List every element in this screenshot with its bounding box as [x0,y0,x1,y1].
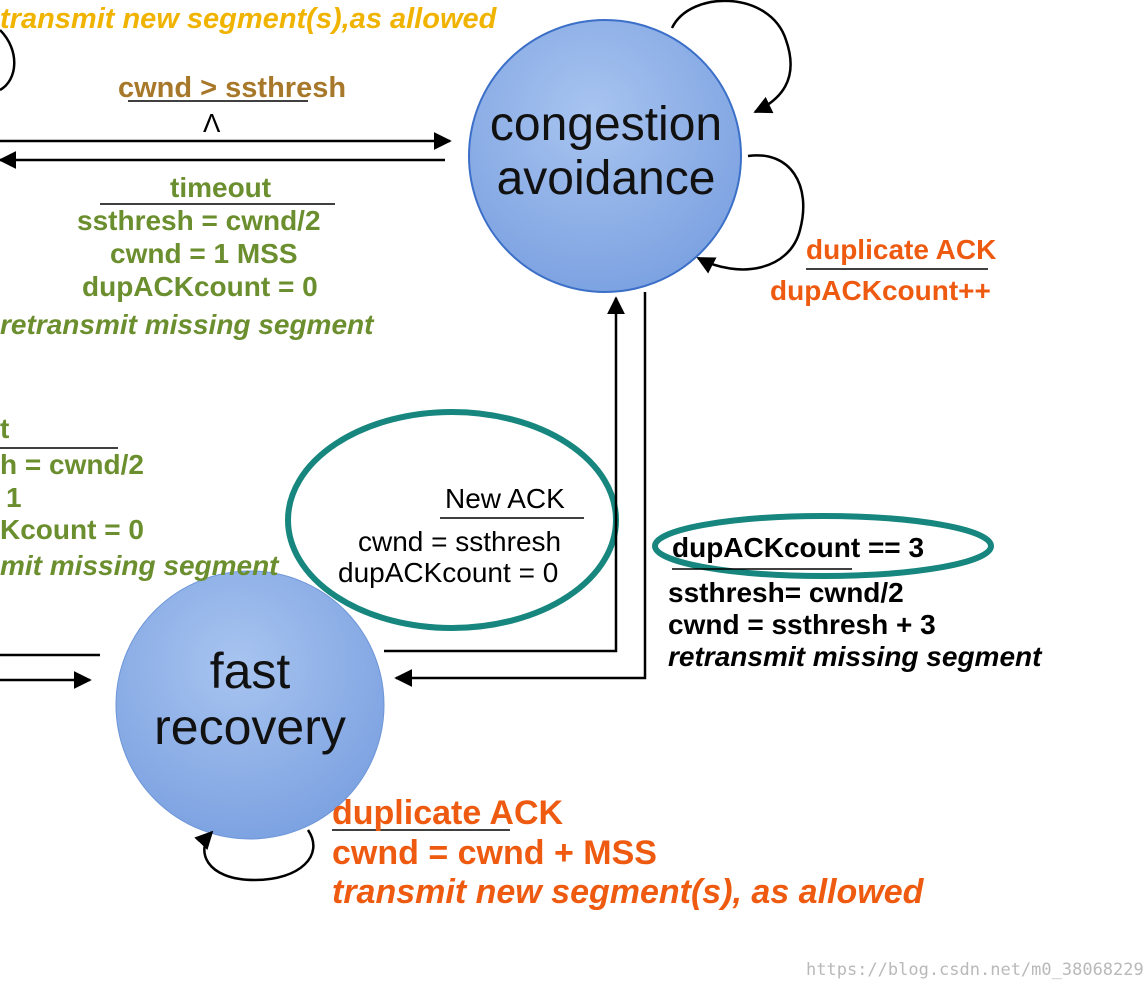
fr-label-line2: recovery [154,699,346,755]
arrow-triple-dup-ack [394,292,647,687]
lambda-action: Λ [203,108,221,138]
ca-dup-ack-event: duplicate ACK [806,234,997,265]
timeout-left-action3: Kcount = 0 [0,514,144,545]
new-ack-action2: dupACKcount = 0 [338,557,559,588]
watermark: https://blog.csdn.net/m0_38068229 [806,960,1144,980]
new-ack-highlight-ring [285,409,619,631]
timeout-top-action1: ssthresh = cwnd/2 [77,205,321,236]
triple-dup-action1: ssthresh= cwnd/2 [668,577,904,608]
fr-dup-ack-action2: transmit new segment(s), as allowed [332,873,924,911]
fr-dup-ack-event: duplicate ACK [332,794,564,832]
arrow-new-ack [384,296,625,653]
timeout-top-action3: dupACKcount = 0 [82,271,318,302]
triple-dup-action3: retransmit missing segment [668,641,1042,672]
new-ack-event: New ACK [445,483,565,514]
top-partial-action: transmit new segment(s),as allowed [0,3,497,35]
triple-dup-highlight-ring [652,513,994,579]
ca-label-line1: congestion [489,98,723,151]
congestion-avoidance-label: congestion avoidance [470,98,742,206]
timeout-left-action2: 1 [6,482,22,513]
fast-recovery-label: fast recovery [118,643,382,755]
fr-dup-ack-action1: cwnd = cwnd + MSS [332,834,657,872]
fr-dup-ack-self-loop [194,829,315,882]
triple-dup-event: dupACKcount == 3 [672,532,925,563]
timeout-top-action4: retransmit missing segment [0,309,374,340]
cwnd-gt-ssthresh-event: cwnd > ssthresh [118,72,347,104]
fr-label-line1: fast [209,643,291,699]
ca-label-line2: avoidance [496,151,716,205]
congestion-avoidance-state [468,19,742,293]
top-left-loop-fragment [0,29,16,92]
fast-recovery-state [115,570,385,840]
triple-dup-action2: cwnd = ssthresh + 3 [668,609,936,640]
timeout-left-action4: mit missing segment [0,550,279,581]
timeout-top-action2: cwnd = 1 MSS [110,238,298,269]
ca-dup-ack-action: dupACKcount++ [770,275,991,306]
timeout-top-event: timeout [170,172,272,203]
ca-top-self-loop [670,0,792,114]
new-ack-action1: cwnd = ssthresh [358,526,562,557]
timeout-left-action1: h = cwnd/2 [0,449,144,480]
timeout-left-event: t [0,413,10,444]
ca-dup-ack-self-loop [696,154,805,274]
